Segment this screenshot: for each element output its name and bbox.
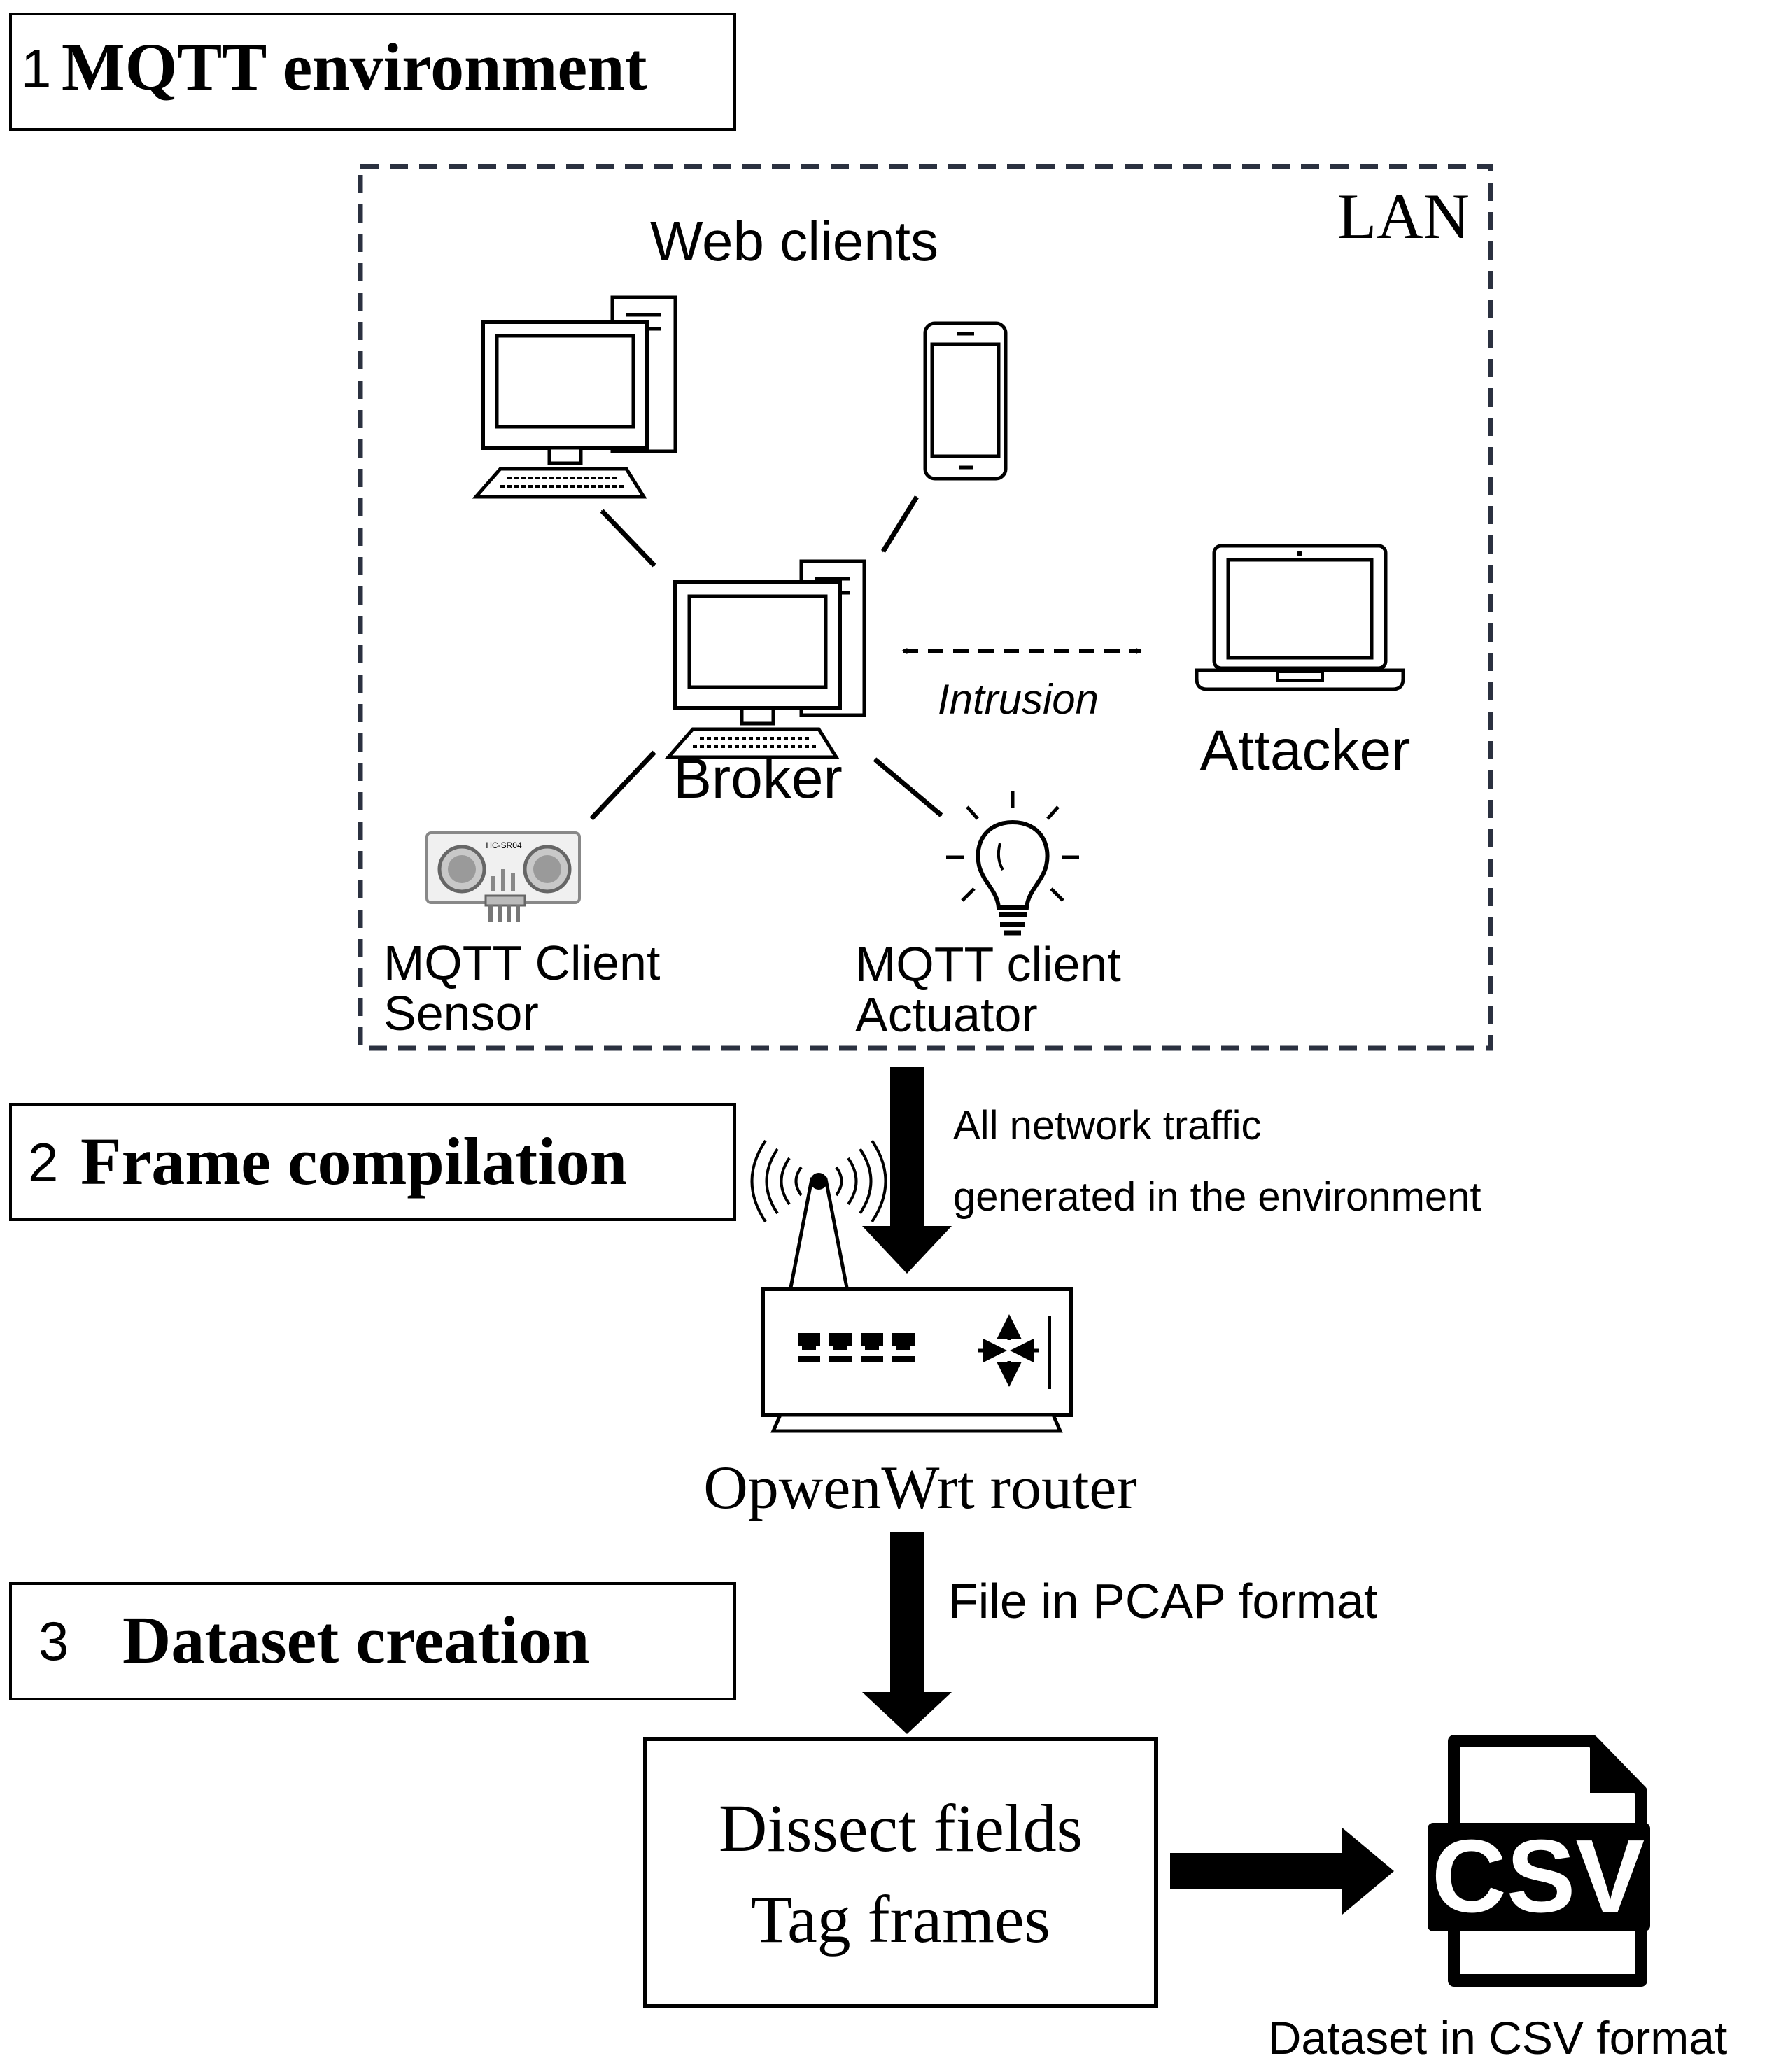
router-ports [798,1333,915,1362]
lan-boundary [358,164,1493,1051]
pcap-label: File in PCAP format [948,1574,1377,1628]
desktop-client-icon [472,295,677,499]
process-line2: Tag frames [751,1882,1050,1957]
intrusion-label: Intrusion [938,676,1099,723]
router-label: OpwenWrt router [703,1454,1137,1522]
csv-icon-label: CSV [1432,1819,1645,1934]
stage-2-box: 2 Frame compilation [9,1103,736,1221]
router-switch-symbol [978,1314,1051,1389]
csv-arrow [1170,1828,1394,1915]
traffic-arrow [862,1067,952,1274]
sensor-broker-arrow [589,750,656,821]
sensor-label-line1: MQTT Client [383,936,660,990]
lan-label: LAN [1337,181,1470,252]
stage-2-number: 2 [28,1132,58,1193]
smartphone-client-icon [923,321,1008,481]
broker-label: Broker [673,747,843,810]
wifi-signal-icon [750,1139,887,1288]
sensor-label-line2: Sensor [383,986,539,1041]
csv-file-icon: CSV [1428,1735,1650,1987]
stage-2-title: Frame compilation [80,1124,627,1199]
pcap-arrow [862,1532,952,1734]
attacker-label: Attacker [1200,719,1411,782]
traffic-label-line2: generated in the environment [953,1174,1481,1220]
stage-3-title: Dataset creation [122,1602,589,1677]
light-bulb-icon [946,791,1079,936]
web-clients-label: Web clients [650,210,938,272]
csv-caption: Dataset in CSV format [1268,2012,1728,2064]
desktop-broker-arrow [600,509,656,568]
process-line1: Dissect fields [719,1791,1083,1866]
phone-broker-arrow [881,495,919,553]
traffic-label-line1: All network traffic [953,1103,1262,1148]
actuator-broker-arrow [873,757,943,817]
actuator-label-line1: MQTT client [855,937,1121,992]
stage-1-title: MQTT environment [62,29,647,104]
stage-3-number: 3 [38,1610,69,1672]
attacker-laptop-icon [1195,544,1405,691]
stage-1-number: 1 [21,38,51,99]
actuator-label-line2: Actuator [855,987,1038,1042]
stage-1-box: 1 MQTT environment [9,13,736,131]
process-box: Dissect fields Tag frames [643,1737,1158,2008]
ultrasonic-sensor-icon: HC-SR04 [425,831,581,922]
broker-icon [664,559,866,759]
router-icon [750,1139,1073,1433]
stage-3-box: 3 Dataset creation [9,1582,736,1700]
sensor-chip-label: HC-SR04 [486,840,522,850]
